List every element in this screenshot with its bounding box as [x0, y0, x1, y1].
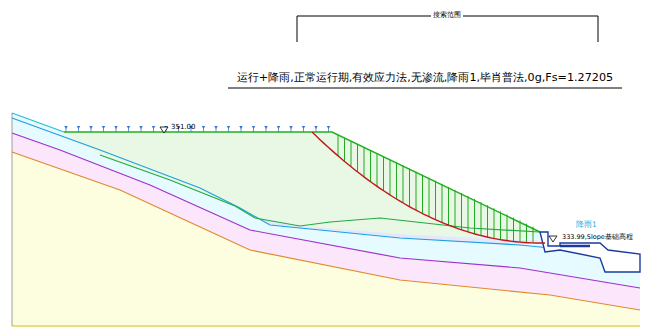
slice-line: [344, 138, 345, 161]
load-marker: [152, 126, 156, 132]
range-bracket: [297, 16, 598, 42]
load-marker: [139, 126, 143, 132]
left-edge: [12, 113, 13, 326]
slip-surface: [312, 132, 545, 243]
slice-line: [357, 144, 358, 172]
elevation-mark: [549, 236, 557, 242]
load-marker: [102, 126, 106, 132]
load-marker: [114, 126, 118, 132]
slice-line: [481, 202, 482, 235]
load-marker: [202, 126, 206, 132]
pipe: [560, 245, 590, 248]
figure-title: 运行+降雨,正常运行期,有效应力法,无渗流,降雨1,毕肖普法,0g,Fs=1.2…: [237, 72, 613, 84]
load-marker: [64, 126, 68, 132]
slice-line: [507, 214, 508, 240]
slice-line: [351, 141, 352, 167]
slice-line: [403, 165, 404, 202]
load-marker: [252, 126, 256, 132]
load-marker: [214, 126, 218, 132]
slice-line: [390, 159, 391, 195]
load-marker: [264, 126, 268, 132]
load-marker: [227, 126, 231, 132]
load-marker: [239, 126, 243, 132]
slice-line: [364, 147, 365, 177]
rain-label: 降雨1: [576, 221, 597, 229]
range-label: 搜索范围: [431, 12, 463, 20]
slice-line: [338, 135, 339, 156]
load-marker: [277, 126, 281, 132]
slice-line: [533, 227, 534, 243]
fill-layer: [64, 132, 540, 240]
slice-line: [409, 169, 410, 207]
slice-line: [422, 175, 423, 214]
slice-line: [500, 211, 501, 239]
load-markers: [64, 126, 330, 132]
water-level-label: 351.00: [171, 124, 196, 132]
slice-line: [435, 181, 436, 220]
elevation-label: 333.99,Slope基础高程: [560, 234, 635, 241]
slice-line: [461, 193, 462, 230]
cyan-line: [12, 113, 64, 132]
load-marker: [77, 126, 81, 132]
ground-surface: [64, 132, 540, 232]
slice-line: [370, 150, 371, 182]
foundation: [540, 232, 640, 272]
title-underline: [228, 88, 622, 89]
bottom-line: [12, 325, 640, 326]
load-marker: [127, 126, 131, 132]
load-marker: [327, 126, 331, 132]
slice-line: [474, 199, 475, 234]
slice-line: [448, 187, 449, 225]
slice-line: [494, 208, 495, 238]
purple-line: [12, 133, 640, 288]
slices: [338, 135, 533, 243]
slice-line: [383, 156, 384, 190]
slice-line: [526, 224, 527, 243]
load-marker: [89, 126, 93, 132]
cyan-layer: [12, 113, 640, 288]
load-marker: [289, 126, 293, 132]
slice-line: [396, 162, 397, 199]
slice-line: [520, 221, 521, 243]
load-marker: [314, 126, 318, 132]
slice-line: [416, 172, 417, 211]
slice-line: [429, 178, 430, 217]
slice-line: [442, 184, 443, 223]
slice-line: [377, 153, 378, 186]
slice-line: [513, 218, 514, 242]
slice-line: [468, 196, 469, 232]
slice-line: [455, 190, 456, 228]
slice-line: [487, 205, 488, 237]
water-level-mark: [160, 127, 168, 133]
load-marker: [302, 126, 306, 132]
